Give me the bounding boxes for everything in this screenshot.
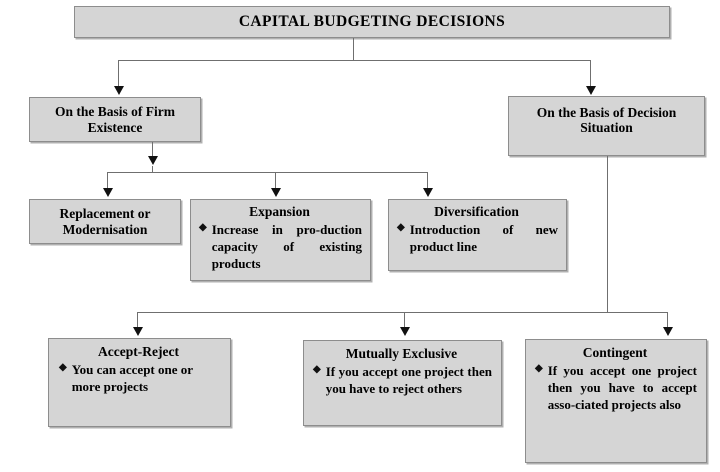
arrowhead-to-decision <box>586 86 596 95</box>
diamond-bullet-icon: ◆ <box>59 362 67 374</box>
node-capital-budgeting-decisions: CAPITAL BUDGETING DECISIONS <box>74 6 670 38</box>
connector-root-to-firm <box>118 60 119 88</box>
node-bullet-text: Introduction of new product line <box>409 222 558 255</box>
node-on-the-basis-of-decision-situation: On the Basis of Decision Situation <box>508 96 705 156</box>
connector-root-stem <box>353 38 354 60</box>
arrowhead-to-expansion <box>271 188 281 197</box>
node-diversification: Diversification ◆ Introduction of new pr… <box>388 199 567 271</box>
arrowhead-to-accept-reject <box>133 327 143 336</box>
node-title: Contingent <box>582 345 648 360</box>
connector-to-replacement <box>107 172 108 190</box>
node-bullet: ◆ Increase in pro-duction capacity of ex… <box>197 221 362 272</box>
arrowhead-to-replacement <box>103 188 113 197</box>
node-replacement-or-modernisation: Replacement or Modernisation <box>29 199 181 244</box>
connector-root-bus <box>118 60 590 61</box>
connector-firm-bus-drop <box>152 166 153 173</box>
node-title: CAPITAL BUDGETING DECISIONS <box>238 13 506 31</box>
node-mutually-exclusive: Mutually Exclusive ◆ If you accept one p… <box>303 340 502 426</box>
diamond-bullet-icon: ◆ <box>313 364 321 376</box>
node-on-the-basis-of-firm-existence: On the Basis of Firm Existence <box>29 97 201 142</box>
node-bullet: ◆ Introduction of new product line <box>395 221 558 255</box>
diamond-bullet-icon: ◆ <box>535 363 543 375</box>
node-title: Mutually Exclusive <box>345 346 458 361</box>
connector-to-contingent <box>667 312 668 329</box>
connector-to-accept-reject <box>137 312 138 329</box>
node-expansion: Expansion ◆ Increase in pro-duction capa… <box>190 199 371 281</box>
node-title: Accept-Reject <box>98 344 179 359</box>
node-title: Replacement or Modernisation <box>59 206 151 237</box>
node-bullet: ◆ If you accept one project then you hav… <box>533 362 697 413</box>
arrowhead-to-mutually-exclusive <box>400 327 410 336</box>
connector-firm-bus <box>107 172 427 173</box>
node-bullet: ◆ You can accept one or more projects <box>57 361 220 395</box>
node-contingent: Contingent ◆ If you accept one project t… <box>525 339 707 463</box>
diamond-bullet-icon: ◆ <box>199 222 207 234</box>
arrowhead-to-diversification <box>423 188 433 197</box>
node-bullet-text: If you accept one project then you have … <box>547 363 697 413</box>
connector-to-expansion <box>275 172 276 190</box>
connector-decision-bus <box>137 312 668 313</box>
connector-firm-stem <box>152 142 153 158</box>
node-bullet-text: Increase in pro-duction capacity of exis… <box>211 222 362 272</box>
connector-to-mutually-exclusive <box>404 312 405 329</box>
node-title: Diversification <box>434 204 519 219</box>
node-title: On the Basis of Firm Existence <box>55 104 175 135</box>
node-title: On the Basis of Decision Situation <box>536 105 677 136</box>
connector-decision-stem <box>607 156 608 313</box>
arrowhead-firm-stem <box>148 156 158 165</box>
node-bullet-text: You can accept one or more projects <box>71 362 193 395</box>
diamond-bullet-icon: ◆ <box>397 222 405 234</box>
connector-root-to-decision <box>590 60 591 88</box>
connector-to-diversification <box>427 172 428 190</box>
node-bullet-text: If you accept one project then you have … <box>325 364 492 397</box>
node-title: Expansion <box>249 204 310 219</box>
arrowhead-to-firm <box>114 86 124 95</box>
arrowhead-to-contingent <box>663 327 673 336</box>
node-accept-reject: Accept-Reject ◆ You can accept one or mo… <box>48 338 231 427</box>
node-bullet: ◆ If you accept one project then you hav… <box>311 363 492 397</box>
